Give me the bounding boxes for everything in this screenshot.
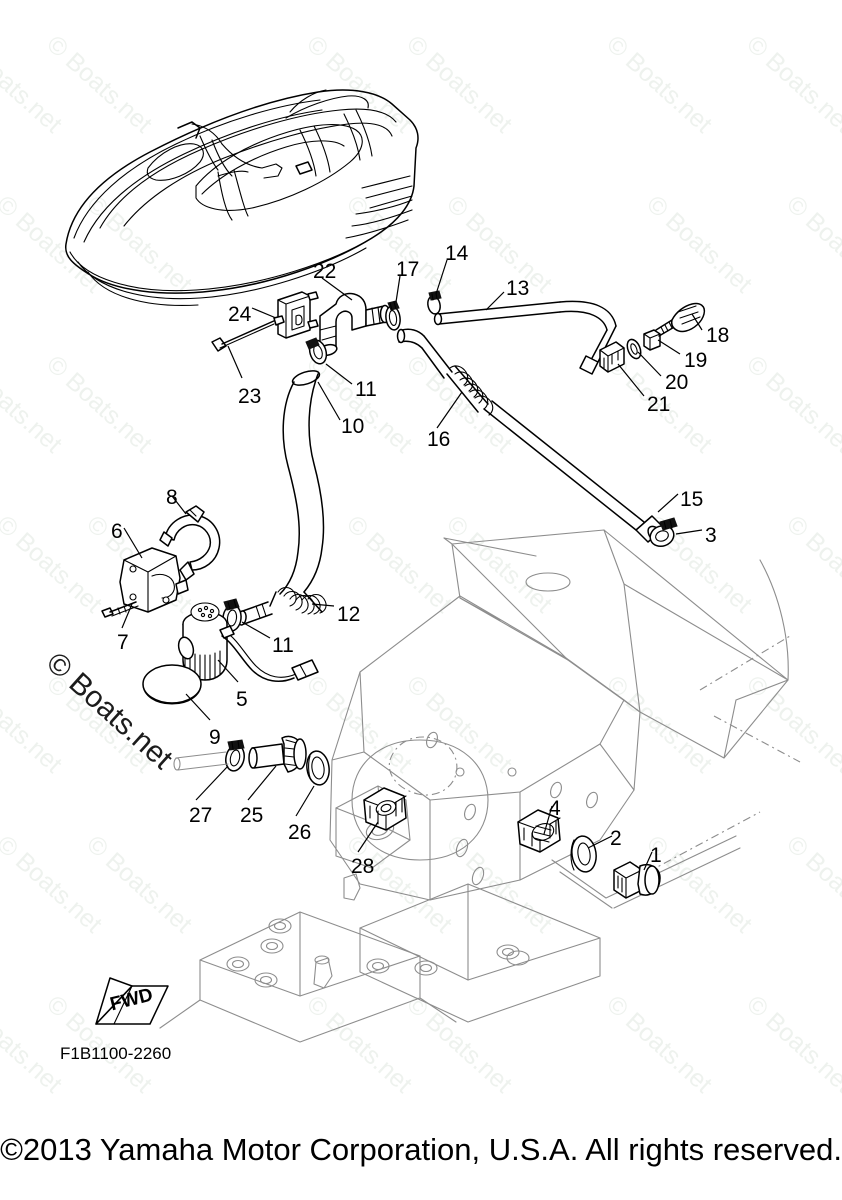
copyright-footer: ©2013 Yamaha Motor Corporation, U.S.A. A… bbox=[0, 1132, 842, 1167]
callout-8[interactable]: 8 bbox=[166, 486, 178, 509]
part-5-sender-unit bbox=[177, 602, 319, 683]
diagram-number-label: F1B1100-2260 bbox=[60, 1044, 172, 1063]
part-28-nut bbox=[363, 787, 407, 831]
part-11-clamp-upper bbox=[305, 337, 328, 365]
parts-18-21-fittings bbox=[599, 302, 706, 373]
callout-28[interactable]: 28 bbox=[351, 855, 375, 878]
part-22-elbow bbox=[318, 292, 391, 357]
callout-22[interactable]: 22 bbox=[313, 260, 337, 283]
callout-27[interactable]: 27 bbox=[189, 804, 213, 827]
part-26-oring bbox=[306, 750, 330, 786]
callout-24[interactable]: 24 bbox=[228, 303, 252, 326]
leader-lines bbox=[121, 259, 703, 871]
part-24-bracket bbox=[277, 291, 319, 339]
part-17-clamp bbox=[385, 300, 401, 331]
callout-16[interactable]: 16 bbox=[427, 428, 451, 451]
callout-17[interactable]: 17 bbox=[396, 258, 420, 281]
callout-13[interactable]: 13 bbox=[506, 277, 530, 300]
watercraft-illustration bbox=[64, 89, 419, 306]
callout-21[interactable]: 21 bbox=[647, 393, 671, 416]
callout-15[interactable]: 15 bbox=[680, 488, 704, 511]
part-9-cap bbox=[142, 664, 202, 705]
callout-6[interactable]: 6 bbox=[111, 520, 123, 543]
callout-25[interactable]: 25 bbox=[240, 804, 264, 827]
fwd-arrow bbox=[95, 977, 169, 1025]
part-25-fitting bbox=[248, 735, 307, 773]
part-8-band-clamp bbox=[159, 505, 221, 581]
part-13-tube bbox=[433, 300, 617, 375]
callout-19[interactable]: 19 bbox=[684, 349, 708, 372]
callout-3[interactable]: 3 bbox=[705, 524, 717, 547]
part-16-corrugation bbox=[396, 328, 645, 531]
diagram-artwork: .k{fill:none;stroke:#000;stroke-width:1.… bbox=[64, 89, 801, 1043]
part-6-bracket bbox=[119, 547, 189, 613]
part-4-nut bbox=[517, 809, 561, 853]
callout-12[interactable]: 12 bbox=[337, 603, 361, 626]
callout-9[interactable]: 9 bbox=[209, 726, 221, 749]
part-27-clamp bbox=[173, 739, 245, 772]
part-23-screw bbox=[211, 315, 285, 352]
callout-23[interactable]: 23 bbox=[238, 385, 262, 408]
callout-20[interactable]: 20 bbox=[665, 371, 689, 394]
part-1-bolt bbox=[613, 861, 661, 899]
part-2-washer bbox=[570, 835, 597, 873]
callout-11[interactable]: 11 bbox=[355, 378, 377, 401]
callout-7[interactable]: 7 bbox=[117, 631, 129, 654]
part-3-clamp bbox=[649, 517, 678, 548]
callout-5[interactable]: 5 bbox=[236, 688, 248, 711]
callout-14[interactable]: 14 bbox=[445, 242, 469, 265]
hull-context bbox=[159, 529, 801, 1043]
callout-2[interactable]: 2 bbox=[610, 827, 622, 850]
part-14-clamp bbox=[427, 290, 442, 315]
part-7-screw bbox=[101, 601, 139, 618]
callout-18[interactable]: 18 bbox=[706, 324, 730, 347]
callout-4[interactable]: 4 bbox=[549, 797, 561, 820]
callout-11b[interactable]: 11 bbox=[272, 634, 294, 657]
callout-1[interactable]: 1 bbox=[650, 844, 662, 867]
callout-26[interactable]: 26 bbox=[288, 821, 312, 844]
callout-10[interactable]: 10 bbox=[341, 415, 365, 438]
